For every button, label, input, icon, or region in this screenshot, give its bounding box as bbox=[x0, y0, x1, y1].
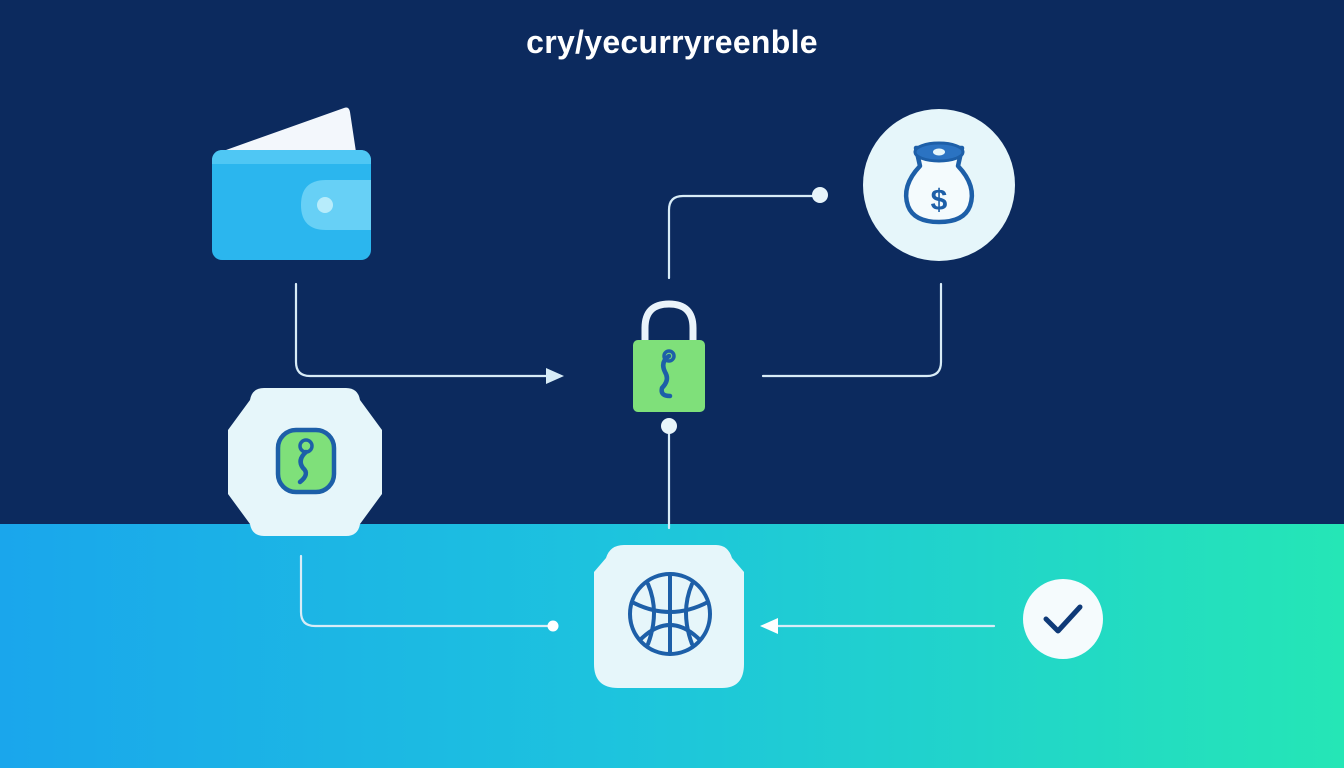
padlock-icon bbox=[633, 300, 705, 412]
connector-key-to-globe bbox=[299, 554, 550, 628]
arrow-head-left bbox=[760, 618, 778, 634]
connector-dot-globe bbox=[547, 620, 559, 632]
diagram-title: cry/yecurryreenble bbox=[526, 24, 818, 60]
connector-wallet-to-lock bbox=[294, 282, 550, 378]
money-bag-icon: $ bbox=[903, 141, 975, 225]
key-badge-node bbox=[228, 388, 382, 536]
connector-dot-bag bbox=[812, 187, 828, 203]
connector-bag-to-lock bbox=[761, 282, 943, 378]
wallet-icon bbox=[212, 107, 371, 260]
arrow-head-right bbox=[546, 368, 564, 384]
globe-node bbox=[594, 545, 744, 688]
connector-dot-lock bbox=[661, 418, 677, 434]
globe-icon bbox=[628, 572, 712, 656]
check-node bbox=[1023, 579, 1103, 659]
key-badge-icon bbox=[275, 427, 337, 495]
svg-text:$: $ bbox=[931, 184, 948, 217]
checkmark-icon bbox=[1043, 604, 1083, 634]
connector-lock-to-bag bbox=[667, 194, 820, 280]
connectors bbox=[294, 194, 996, 628]
money-bag-node: $ bbox=[863, 109, 1015, 261]
